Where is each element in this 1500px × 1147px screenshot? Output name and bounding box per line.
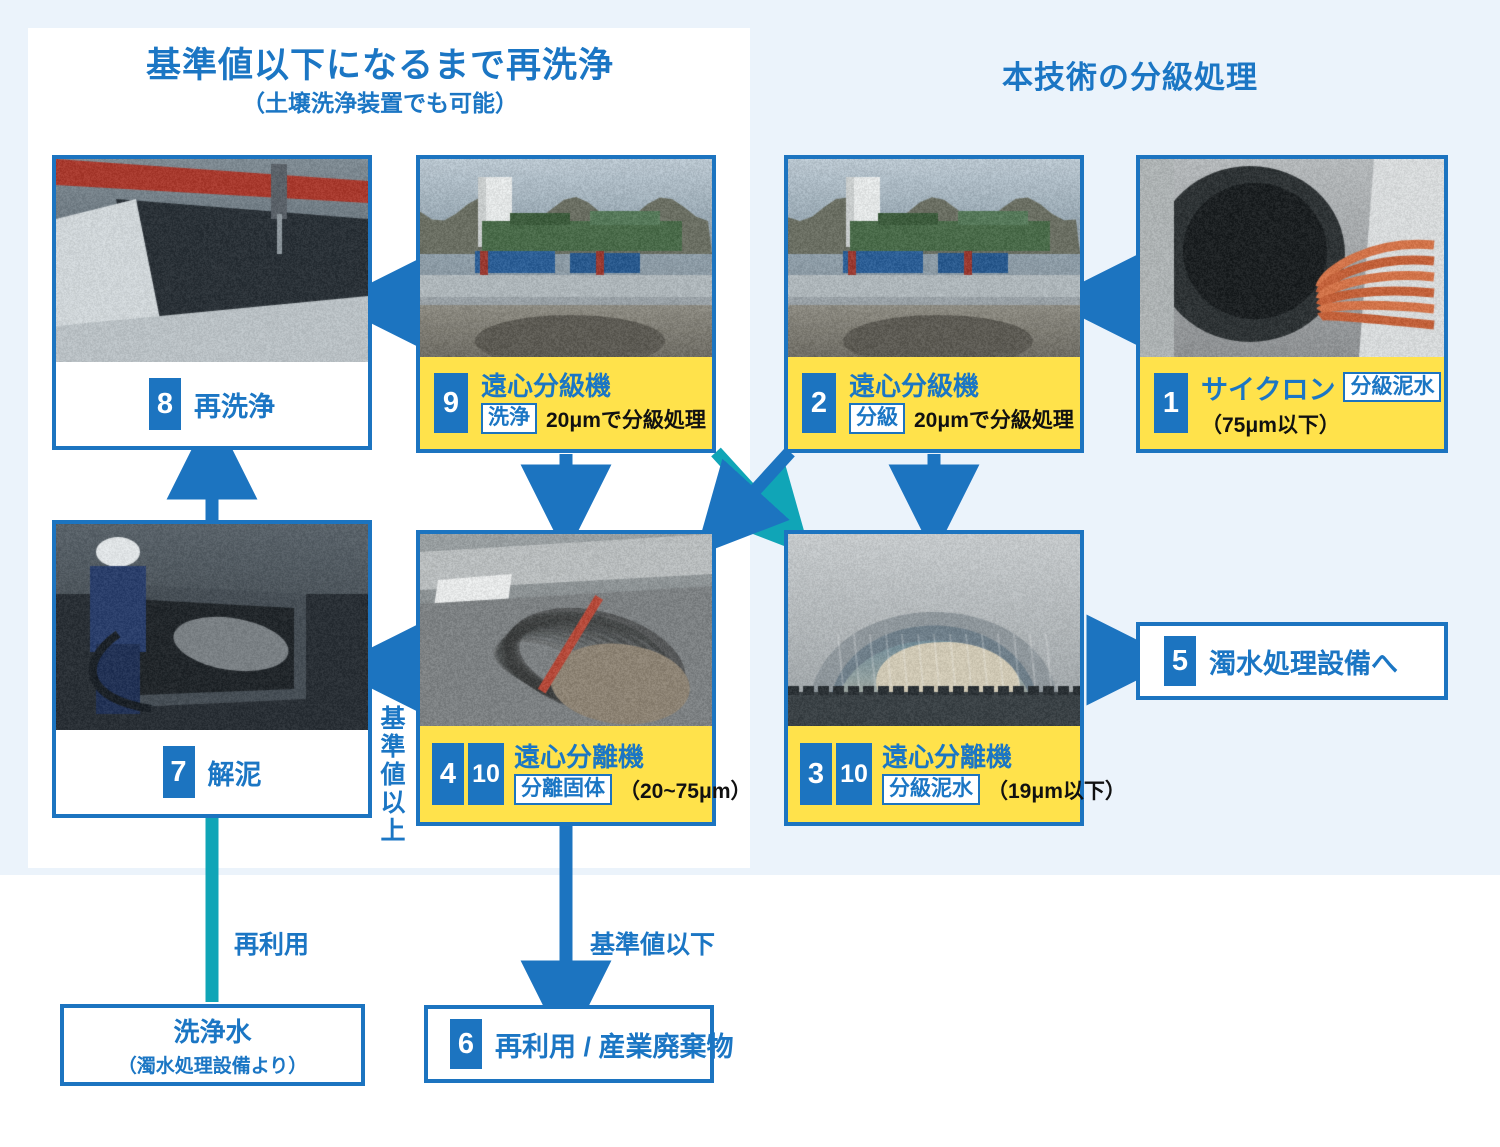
- node-8-caption: 8 再洗浄: [56, 362, 368, 446]
- node-1-number: 1: [1154, 373, 1188, 433]
- section-title-right: 本技術の分級処理: [1002, 60, 1258, 95]
- node-4-tag: 分離固体: [514, 774, 612, 805]
- section-title-left: 基準値以下になるまで再洗浄 （土壌洗浄装置でも可能）: [60, 45, 700, 117]
- node-2-tag-text: 20μmで分級処理: [914, 408, 1074, 432]
- node-3-centrifuge-slurry[interactable]: 3 10 遠心分離機 分級泥水 （19μm以下）: [784, 530, 1126, 826]
- node-3-caption: 3 10 遠心分離機 分級泥水 （19μm以下）: [788, 726, 1126, 822]
- node-8-number: 8: [149, 378, 181, 430]
- node-2-number: 2: [802, 373, 836, 433]
- node-9-centrifugal-classifier-wash[interactable]: 9 遠心分級機 洗浄 20μmで分級処理: [416, 155, 716, 453]
- node-2-centrifugal-classifier[interactable]: 2 遠心分級機 分級 20μmで分級処理: [784, 155, 1084, 453]
- node-1-photo: [1140, 159, 1444, 357]
- node-7-number: 7: [162, 746, 195, 798]
- node-6-number: 6: [450, 1019, 482, 1069]
- node-7-photo: [56, 524, 368, 734]
- section-title-left-sub: （土壌洗浄装置でも可能）: [242, 90, 518, 117]
- node-4-number-a: 4: [432, 743, 464, 805]
- node-3-number-a: 3: [800, 743, 832, 805]
- node-7-label: 解泥: [207, 759, 262, 790]
- wash-water-title: 洗浄水: [173, 1017, 252, 1047]
- node-2-photo: [788, 159, 1080, 357]
- node-4-photo: [420, 534, 712, 726]
- node-5-number: 5: [1164, 636, 1196, 686]
- node-2-caption: 2 遠心分級機 分級 20μmで分級処理: [788, 357, 1080, 449]
- node-9-title: 遠心分級機: [481, 371, 612, 402]
- node-1-sub: （75μm以下）: [1201, 413, 1340, 437]
- node-8-rewash[interactable]: 8 再洗浄: [52, 155, 372, 450]
- node-1-title: サイクロン: [1201, 374, 1336, 405]
- node-7-sludge-loosening[interactable]: 7 解泥: [52, 520, 372, 818]
- node-4-title: 遠心分離機: [514, 742, 645, 773]
- node-4-number-b: 10: [468, 743, 504, 805]
- node-1-caption: 1 サイクロン 分級泥水 （75μm以下）: [1140, 357, 1444, 449]
- node-6-label: 再利用 / 産業廃棄物: [495, 1031, 734, 1062]
- node-1-tag: 分級泥水: [1343, 371, 1442, 403]
- node-wash-water-source[interactable]: 洗浄水 （濁水処理設備より）: [60, 1004, 365, 1086]
- node-5-label: 濁水処理設備へ: [1209, 648, 1398, 679]
- node-3-photo: [788, 534, 1080, 726]
- flow-label-above-standard: 基準値以上: [380, 705, 406, 845]
- node-4-centrifuge-solids[interactable]: 4 10 遠心分離機 分離固体 （20~75μm）: [416, 530, 752, 826]
- node-2-title: 遠心分級機: [849, 371, 980, 402]
- section-title-left-main: 基準値以下になるまで再洗浄: [145, 46, 614, 85]
- node-9-photo: [420, 159, 712, 357]
- node-4-tag-text: （20~75μm）: [619, 779, 752, 803]
- node-3-number-b: 10: [836, 743, 872, 805]
- node-9-tag: 洗浄: [481, 403, 537, 434]
- node-8-photo: [56, 159, 368, 366]
- node-5-turbid-water-facility[interactable]: 5 濁水処理設備へ: [1136, 622, 1448, 700]
- flow-label-reuse: 再利用: [234, 931, 310, 959]
- node-4-caption: 4 10 遠心分離機 分離固体 （20~75μm）: [420, 726, 752, 822]
- node-3-tag-text: （19μm以下）: [987, 779, 1126, 803]
- node-7-caption: 7 解泥: [56, 730, 368, 814]
- node-1-cyclone[interactable]: 1 サイクロン 分級泥水 （75μm以下）: [1136, 155, 1448, 453]
- node-9-number: 9: [434, 373, 468, 433]
- flow-label-below-standard: 基準値以下: [590, 931, 716, 959]
- node-3-title: 遠心分離機: [882, 742, 1013, 773]
- node-9-tag-text: 20μmで分級処理: [546, 408, 706, 432]
- node-9-caption: 9 遠心分級機 洗浄 20μmで分級処理: [420, 357, 712, 449]
- node-2-tag: 分級: [849, 403, 905, 434]
- node-3-tag: 分級泥水: [882, 774, 980, 805]
- wash-water-sub: （濁水処理設備より）: [117, 1056, 308, 1077]
- node-6-reuse-or-industrial-waste[interactable]: 6 再利用 / 産業廃棄物: [424, 1005, 734, 1083]
- node-8-label: 再洗浄: [194, 391, 275, 422]
